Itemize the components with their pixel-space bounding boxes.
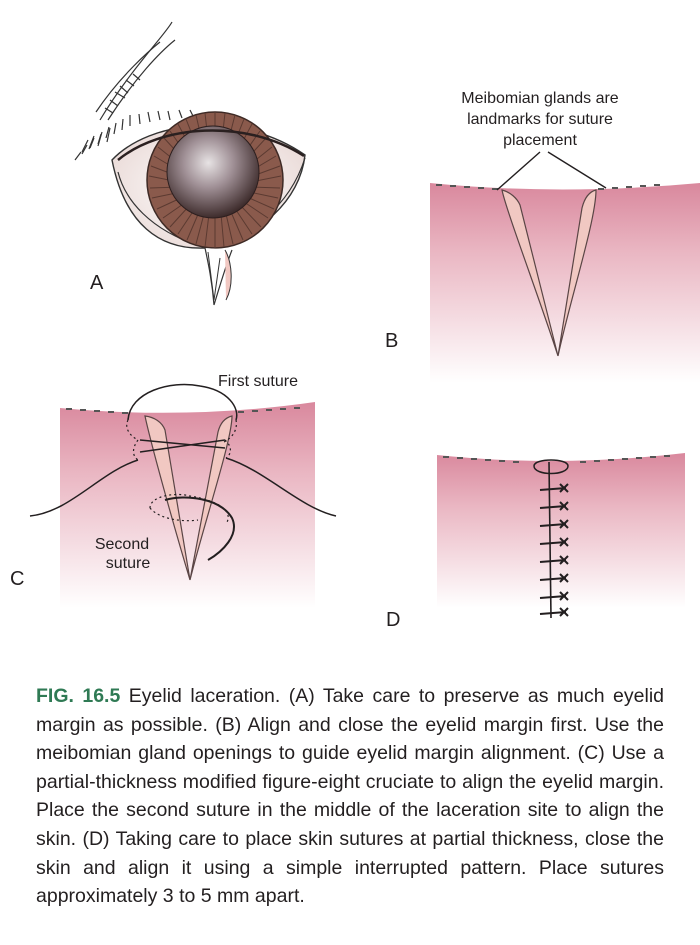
second-suture-label-line-2: suture (106, 555, 151, 572)
figure-caption: FIG. 16.5 Eyelid laceration. (A) Take ca… (36, 682, 664, 911)
meibomian-annotation-line-1: Meibomian glands are (461, 90, 619, 107)
eyelash-strokes (74, 21, 243, 161)
panel-d-illustration (437, 453, 685, 619)
panel-a-label: A (90, 272, 104, 294)
eyelid-laceration-figure: A Meibomian glands are landmarks for sut… (10, 21, 700, 631)
first-suture-label: First suture (218, 373, 298, 390)
interrupted-sutures (539, 483, 569, 617)
meibomian-annotation-line-3: placement (503, 132, 577, 149)
panel-c-label: C (10, 568, 24, 590)
caption-text: Eyelid laceration. (A) Take care to pres… (36, 685, 664, 908)
meibomian-openings-c (66, 407, 300, 414)
panel-b-label: B (385, 330, 398, 352)
meibomian-openings-d (443, 455, 670, 463)
meibomian-openings (436, 184, 660, 190)
figure-number: FIG. 16.5 (36, 685, 121, 707)
panel-d-label: D (386, 609, 400, 631)
meibomian-annotation-line-2: landmarks for suture (467, 111, 613, 128)
second-suture-label-line-1: Second (95, 536, 149, 553)
panel-c-illustration (29, 383, 337, 608)
panel-a-eye-illustration (74, 21, 306, 306)
panel-b-illustration (430, 151, 700, 383)
